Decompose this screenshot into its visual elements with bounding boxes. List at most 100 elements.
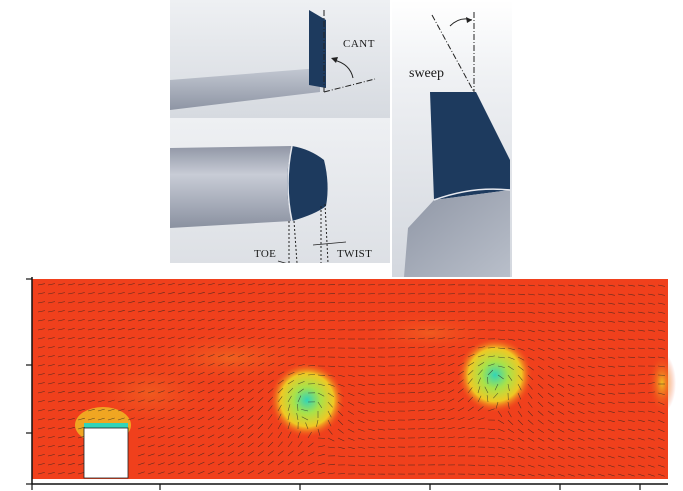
velocity-vector xyxy=(557,464,565,468)
velocity-vector xyxy=(47,364,55,367)
velocity-vector xyxy=(37,418,45,421)
velocity-vector xyxy=(547,401,554,407)
velocity-vector xyxy=(507,455,515,459)
velocity-vector xyxy=(367,284,376,286)
velocity-vector xyxy=(247,336,255,340)
velocity-vector xyxy=(47,382,55,385)
velocity-vector xyxy=(307,355,316,358)
velocity-vector xyxy=(547,455,555,459)
velocity-vector xyxy=(567,419,575,424)
velocity-vector xyxy=(147,354,155,358)
velocity-vector xyxy=(167,345,175,349)
velocity-vector xyxy=(417,391,425,394)
velocity-vector xyxy=(107,354,115,358)
velocity-vector xyxy=(217,309,225,313)
velocity-vector xyxy=(537,329,545,333)
sweep-arrowhead xyxy=(466,17,472,23)
velocity-vector xyxy=(177,390,185,394)
velocity-vector xyxy=(227,318,235,322)
velocity-vector xyxy=(57,400,65,403)
velocity-vector xyxy=(567,329,575,333)
velocity-vector xyxy=(177,408,185,412)
velocity-vector xyxy=(527,311,535,314)
velocity-vector xyxy=(427,337,435,340)
velocity-vector xyxy=(277,319,285,322)
velocity-vector xyxy=(187,318,195,322)
velocity-vector xyxy=(237,301,245,304)
velocity-vector xyxy=(297,346,305,349)
velocity-vector xyxy=(417,320,426,322)
velocity-vector xyxy=(77,346,85,349)
velocity-vector xyxy=(437,311,446,313)
velocity-vector xyxy=(447,417,455,421)
velocity-vector xyxy=(257,423,264,430)
velocity-vector xyxy=(257,318,265,322)
velocity-vector xyxy=(167,309,175,313)
velocity-vector xyxy=(377,446,386,449)
velocity-vector xyxy=(487,363,495,367)
velocity-vector xyxy=(647,320,655,323)
velocity-vector xyxy=(367,455,376,458)
velocity-vector xyxy=(507,329,515,332)
velocity-vector xyxy=(417,364,425,367)
velocity-vector xyxy=(457,328,465,331)
wing-tip-band xyxy=(84,423,128,428)
velocity-vector xyxy=(217,371,225,376)
velocity-vector xyxy=(57,472,65,475)
velocity-vector xyxy=(77,337,85,340)
velocity-vector xyxy=(517,473,525,477)
velocity-vector xyxy=(517,455,525,459)
velocity-vector xyxy=(417,355,425,358)
velocity-vector xyxy=(567,284,575,287)
velocity-vector xyxy=(617,302,625,305)
velocity-vector xyxy=(57,454,65,457)
velocity-vector xyxy=(487,347,496,349)
velocity-vector xyxy=(477,377,481,385)
velocity-vector xyxy=(577,365,585,369)
velocity-vector xyxy=(247,292,255,295)
velocity-vector xyxy=(287,346,295,349)
velocity-vector xyxy=(87,310,95,313)
velocity-vector xyxy=(357,284,366,286)
velocity-vector xyxy=(627,293,635,296)
velocity-vector xyxy=(517,392,522,400)
velocity-vector xyxy=(407,364,416,367)
velocity-vector xyxy=(227,309,235,313)
velocity-vector xyxy=(527,401,533,408)
velocity-vector xyxy=(577,455,585,459)
velocity-vector xyxy=(387,437,396,439)
velocity-vector xyxy=(327,419,332,427)
velocity-vector xyxy=(537,455,545,459)
velocity-vector xyxy=(167,426,175,430)
velocity-vector xyxy=(257,414,264,421)
velocity-vector xyxy=(147,390,155,394)
velocity-vector xyxy=(407,346,416,349)
velocity-vector xyxy=(257,405,264,412)
velocity-vector xyxy=(437,436,445,439)
velocity-vector xyxy=(87,319,95,322)
velocity-vector xyxy=(301,416,309,421)
velocity-vector xyxy=(477,464,486,466)
velocity-vector xyxy=(157,327,165,331)
velocity-vector xyxy=(484,386,489,394)
velocity-vector xyxy=(237,424,244,430)
velocity-vector xyxy=(607,437,615,441)
velocity-vector xyxy=(447,302,456,304)
velocity-vector xyxy=(657,392,665,395)
velocity-vector xyxy=(207,327,215,331)
velocity-vector xyxy=(347,401,355,406)
velocity-vector xyxy=(507,473,515,476)
velocity-vector xyxy=(607,455,615,459)
winglet-shape xyxy=(309,10,326,88)
velocity-vector xyxy=(147,426,155,430)
velocity-vector xyxy=(87,408,95,412)
velocity-vector xyxy=(607,446,615,450)
velocity-vector xyxy=(177,435,185,439)
velocity-vector xyxy=(507,293,516,295)
velocity-vector xyxy=(657,437,665,441)
velocity-vector xyxy=(557,365,565,370)
velocity-vector xyxy=(187,327,195,331)
velocity-vector xyxy=(87,283,95,286)
velocity-vector xyxy=(647,419,655,423)
velocity-vector xyxy=(207,345,215,349)
